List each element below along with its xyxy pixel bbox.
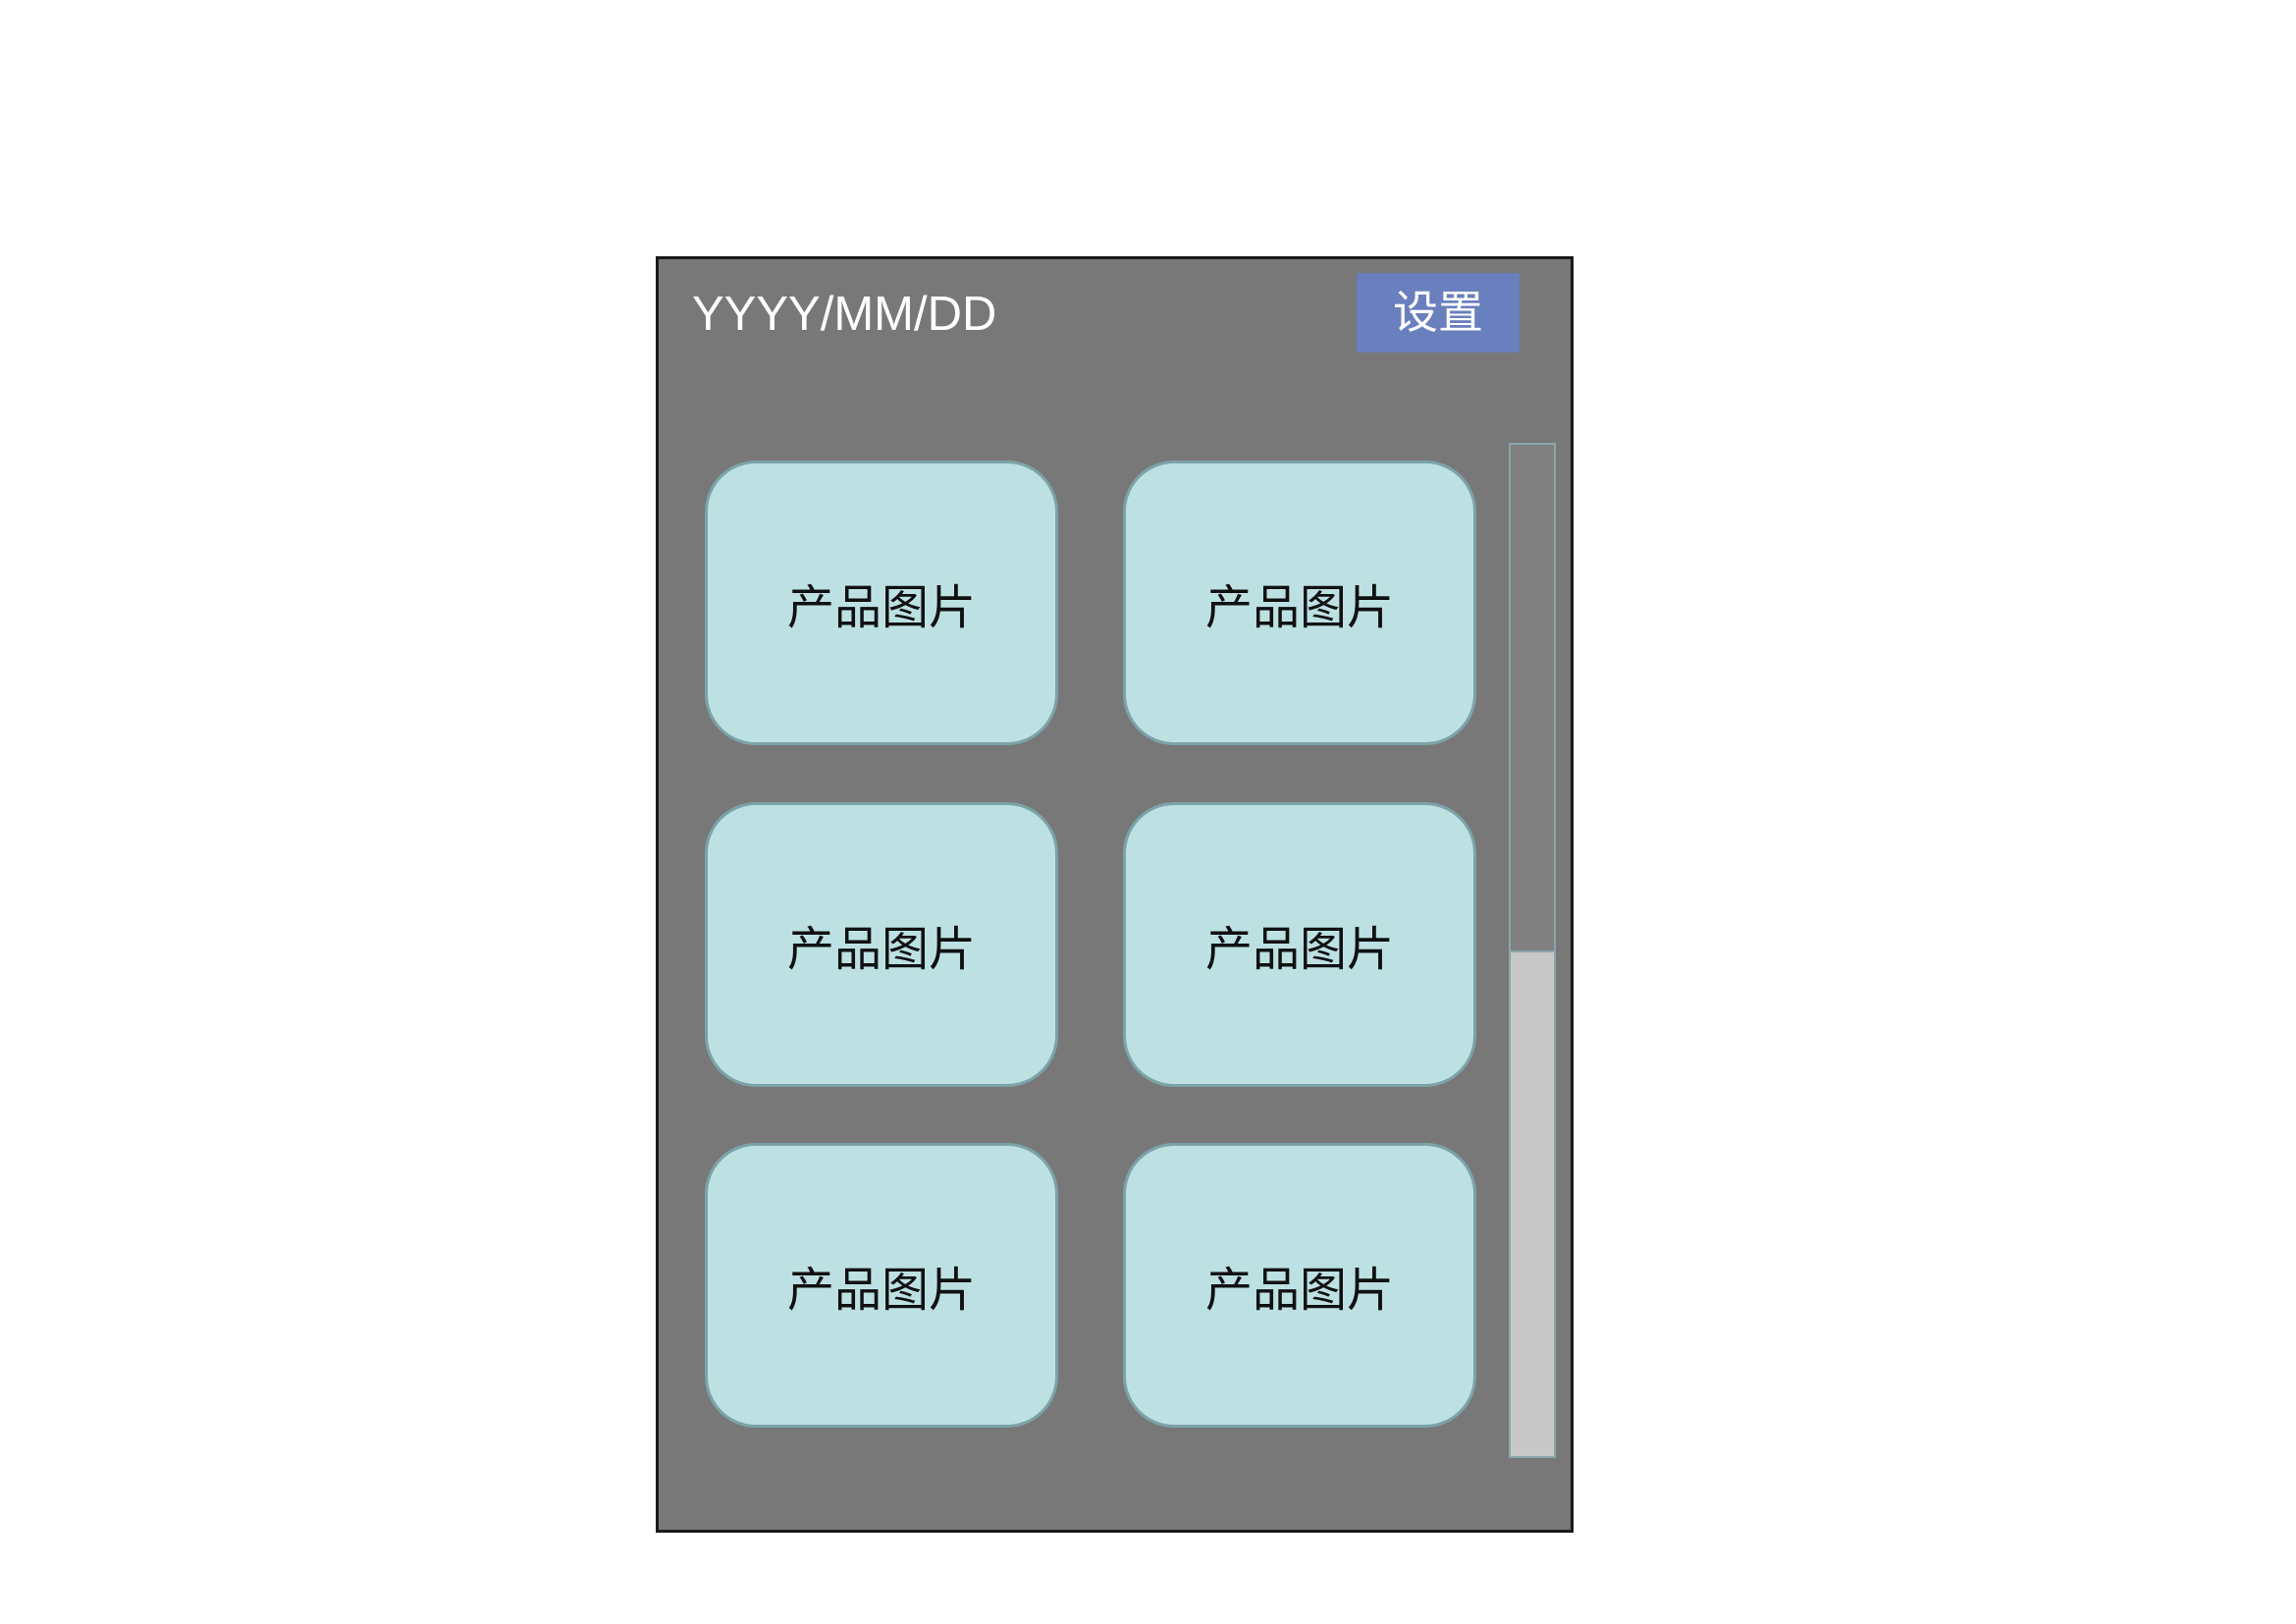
scrollbar-track[interactable] — [1509, 443, 1556, 1458]
product-card[interactable]: 产品图片 — [705, 460, 1058, 745]
date-label: YYYY/MM/DD — [692, 288, 997, 341]
device-screen: YYYY/MM/DD 设置 产品图片 产品图片 产品图片 产品图片 产品图片 产… — [656, 256, 1574, 1533]
product-card[interactable]: 产品图片 — [1123, 460, 1476, 745]
product-card[interactable]: 产品图片 — [1123, 802, 1476, 1087]
scrollbar-thumb[interactable] — [1511, 950, 1554, 1456]
product-card[interactable]: 产品图片 — [1123, 1143, 1476, 1428]
product-card[interactable]: 产品图片 — [705, 802, 1058, 1087]
product-card[interactable]: 产品图片 — [705, 1143, 1058, 1428]
settings-button[interactable]: 设置 — [1357, 273, 1520, 352]
